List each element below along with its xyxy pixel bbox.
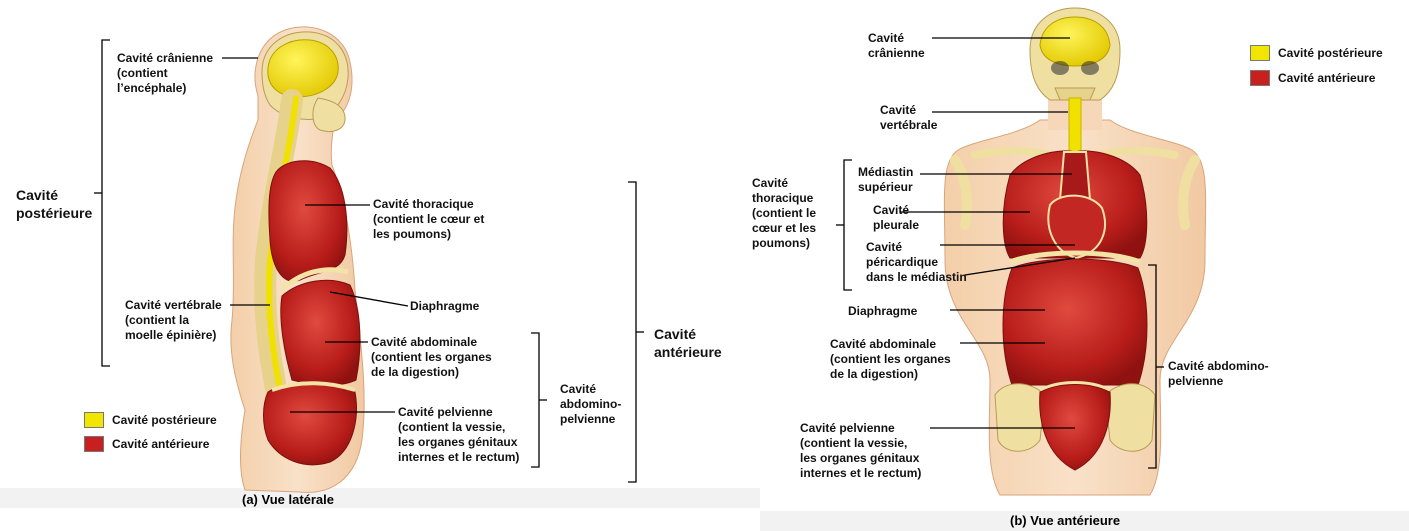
legend-label-anterior: Cavité antérieure xyxy=(1278,71,1376,85)
lateral-jaw xyxy=(312,97,346,133)
legend-label-anterior: Cavité antérieure xyxy=(112,437,210,451)
lateral-spinal-canal xyxy=(266,95,299,423)
caption-band-anterior xyxy=(760,511,1409,531)
lateral-legend-anterior: Cavité antérieure xyxy=(84,436,209,452)
lateral-vertebral-column xyxy=(254,89,303,431)
anterior-diaphragm xyxy=(1009,250,1141,265)
anterior-pleural-label: Cavité pleurale xyxy=(873,203,920,232)
anterior-cranial-cavity xyxy=(1039,16,1111,67)
anterior-vertebral-label: Cavité vertébrale xyxy=(880,103,938,132)
lateral-pelvic-line xyxy=(271,381,356,392)
anterior-vertebral-cavity xyxy=(1068,97,1082,159)
anterior-caption: (b) Vue antérieure xyxy=(1010,513,1121,528)
lateral-leader-lines xyxy=(94,39,644,483)
anterior-abdominal-cavity xyxy=(1002,258,1148,386)
lateral-posterior-group-label: Cavité postérieure xyxy=(16,187,93,221)
anterior-thoracic-label: Cavité thoracique (contient le cœur et l… xyxy=(752,176,817,250)
lateral-abdominal-label: Cavité abdominale (contient les organes … xyxy=(371,335,492,379)
lateral-anterior-group-label: Cavité antérieure xyxy=(654,326,722,360)
anterior-mediastinum-label: Médiastin supérieur xyxy=(858,165,914,194)
anterior-body xyxy=(943,7,1207,496)
lateral-thoracic-label: Cavité thoracique (contient le cœur et l… xyxy=(373,197,485,241)
lateral-cranial-label: Cavité crânienne (contient l’encéphale) xyxy=(117,51,214,95)
anterior-cranial-label: Cavité crânienne xyxy=(868,31,925,60)
anterior-leader-lines xyxy=(836,37,1164,469)
lateral-abdominopelvic-label: Cavité abdomino- pelvienne xyxy=(560,382,622,426)
lateral-abdominal-cavity xyxy=(280,279,361,386)
lateral-thoracic-cavity xyxy=(268,160,348,282)
legend-swatch-posterior xyxy=(84,412,104,428)
legend-label-posterior: Cavité postérieure xyxy=(112,413,217,427)
lateral-cranial-cavity xyxy=(267,39,339,98)
legend-swatch-anterior xyxy=(84,436,104,452)
anterior-legend-posterior: Cavité postérieure xyxy=(1250,45,1383,61)
anterior-abdominal-label: Cavité abdominale (contient les organes … xyxy=(830,337,951,381)
anterior-pericardial-cavity xyxy=(1047,194,1106,260)
legend-swatch-posterior xyxy=(1250,45,1270,61)
lateral-vertebral-label: Cavité vertébrale (contient la moelle ép… xyxy=(125,298,222,342)
lateral-legend-posterior: Cavité postérieure xyxy=(84,412,217,428)
anterior-pelvic-label: Cavité pelvienne (contient la vessie, le… xyxy=(800,421,922,480)
legend-label-posterior: Cavité postérieure xyxy=(1278,46,1383,60)
lateral-diaphragm xyxy=(280,267,349,292)
anterior-pericardial-label: Cavité péricardique dans le médiastin xyxy=(866,240,967,284)
lateral-diaphragm-label: Diaphragme xyxy=(410,299,480,313)
anterior-abdominopelvic-label: Cavité abdomino- pelvienne xyxy=(1168,359,1269,388)
lateral-body xyxy=(230,26,365,493)
anterior-pelvic-cavity xyxy=(1039,384,1111,471)
anterior-diaphragm-label: Diaphragme xyxy=(848,304,918,318)
anterior-legend-anterior: Cavité antérieure xyxy=(1250,70,1375,86)
caption-band-lateral xyxy=(0,488,760,508)
lateral-pelvic-label: Cavité pelvienne (contient la vessie, le… xyxy=(398,405,520,464)
lateral-caption: (a) Vue latérale xyxy=(242,492,335,507)
legend-swatch-anterior xyxy=(1250,70,1270,86)
anterior-mediastinum xyxy=(1058,151,1092,201)
